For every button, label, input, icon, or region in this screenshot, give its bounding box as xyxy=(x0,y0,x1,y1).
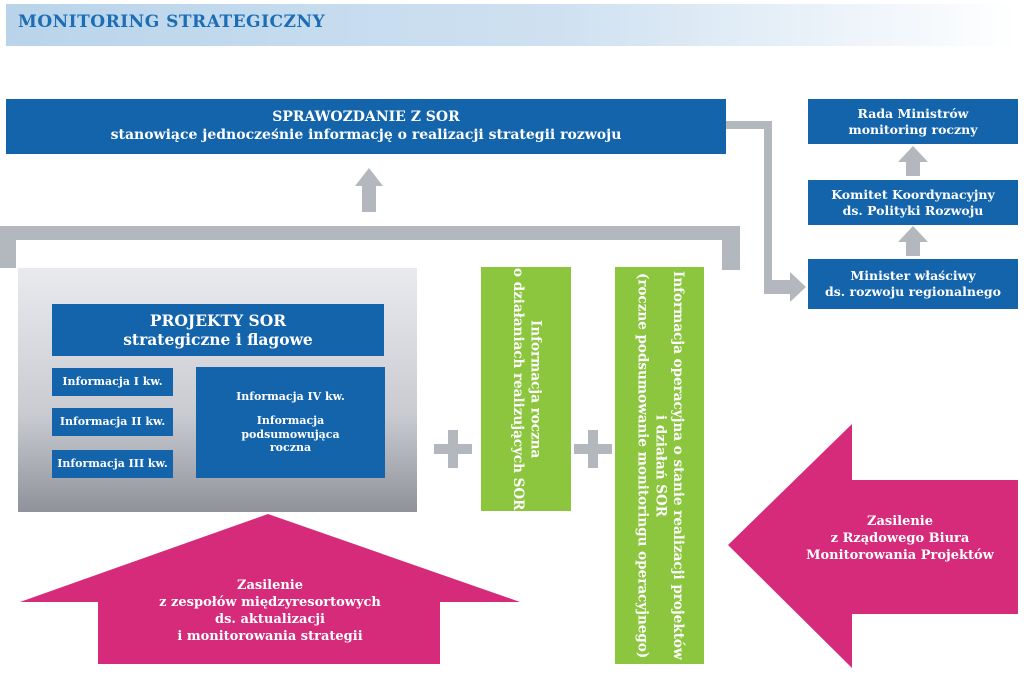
rada-line2: monitoring roczny xyxy=(848,121,978,137)
komitet-line1: Komitet Koordynacyjny xyxy=(831,186,995,202)
projects-subtitle: strategiczne i flagowe xyxy=(123,330,313,349)
info-q4-label: Informacja IV kw. xyxy=(236,390,345,403)
annual-info-line2: o działaniach realizujących SOR xyxy=(510,267,526,511)
feed-left-line2: z zespołów międzyresortowych xyxy=(159,594,381,610)
feed-right-line2: z Rządowego Biura xyxy=(830,530,970,546)
operational-info-line1: Informacja operacyjna o stanie realizacj… xyxy=(669,271,686,660)
pink-feed-arrow-left xyxy=(728,424,1018,668)
rada-line1: Rada Ministrów xyxy=(857,105,969,121)
up-arrow-to-report xyxy=(355,168,383,212)
feed-left-line1: Zasilenie xyxy=(236,578,304,593)
info-q4-box: Informacja IV kw. Informacja podsumowują… xyxy=(196,367,385,478)
info-q1-label: Informacja I kw. xyxy=(62,375,163,389)
feed-left-label: Zasilenie z zespołów międzyresortowych d… xyxy=(150,578,390,646)
info-q2-label: Informacja II kw. xyxy=(59,415,166,429)
report-box: SPRAWOZDANIE Z SOR stanowiące jednocześn… xyxy=(6,99,726,154)
projects-title: PROJEKTY SOR xyxy=(149,310,287,330)
operational-info-line3: (roczne podsumowanie monitoringu operacy… xyxy=(634,272,651,659)
rada-ministrow-box: Rada Ministrów monitoring roczny xyxy=(808,99,1018,144)
up-arrow-komitet-to-rada xyxy=(898,146,928,176)
komitet-line2: ds. Polityki Rozwoju xyxy=(842,202,984,218)
minister-line1: Minister właściwy xyxy=(850,268,976,284)
info-summary-line1: Informacja podsumowująca xyxy=(241,413,340,441)
info-q3-label: Informacja III kw. xyxy=(57,457,168,471)
report-subtitle: stanowiące jednocześnie informację o rea… xyxy=(110,126,622,143)
feed-left-line3: ds. aktualizacji xyxy=(214,611,325,627)
report-title: SPRAWOZDANIE Z SOR xyxy=(272,109,460,125)
up-arrow-minister-to-komitet xyxy=(898,226,928,256)
annual-info-bar: Informacja roczna o działaniach realizuj… xyxy=(481,267,571,511)
info-summary-line2: roczna xyxy=(269,441,312,455)
info-q1-box: Informacja I kw. xyxy=(52,368,173,396)
report-to-minister-connector xyxy=(726,121,806,302)
minister-line2: ds. rozwoju regionalnego xyxy=(825,284,1001,299)
operational-info-bar: Informacja operacyjna o stanie realizacj… xyxy=(615,267,704,664)
info-q2-box: Informacja II kw. xyxy=(52,408,173,436)
gray-bracket-connector xyxy=(0,226,740,270)
feed-right-line3: Monitorowania Projektów xyxy=(806,547,994,563)
projects-title-box: PROJEKTY SOR strategiczne i flagowe xyxy=(52,304,384,356)
feed-right-line1: Zasilenie xyxy=(866,514,934,529)
komitet-box: Komitet Koordynacyjny ds. Polityki Rozwo… xyxy=(808,180,1018,225)
page-title: MONITORING STRATEGICZNY xyxy=(18,12,326,32)
annual-info-line1: Informacja roczna xyxy=(527,319,544,459)
feed-left-line4: i monitorowania strategii xyxy=(177,628,363,644)
info-q3-box: Informacja III kw. xyxy=(52,450,173,478)
operational-info-line2: i działań SOR xyxy=(652,414,669,517)
pink-feed-arrow-up xyxy=(20,514,520,664)
plus-icon-2 xyxy=(574,430,612,468)
minister-box: Minister właściwy ds. rozwoju regionalne… xyxy=(808,259,1018,309)
plus-icon-1 xyxy=(434,430,472,468)
header-band xyxy=(6,4,1018,46)
feed-right-label: Zasilenie z Rządowego Biura Monitorowani… xyxy=(780,514,1020,565)
